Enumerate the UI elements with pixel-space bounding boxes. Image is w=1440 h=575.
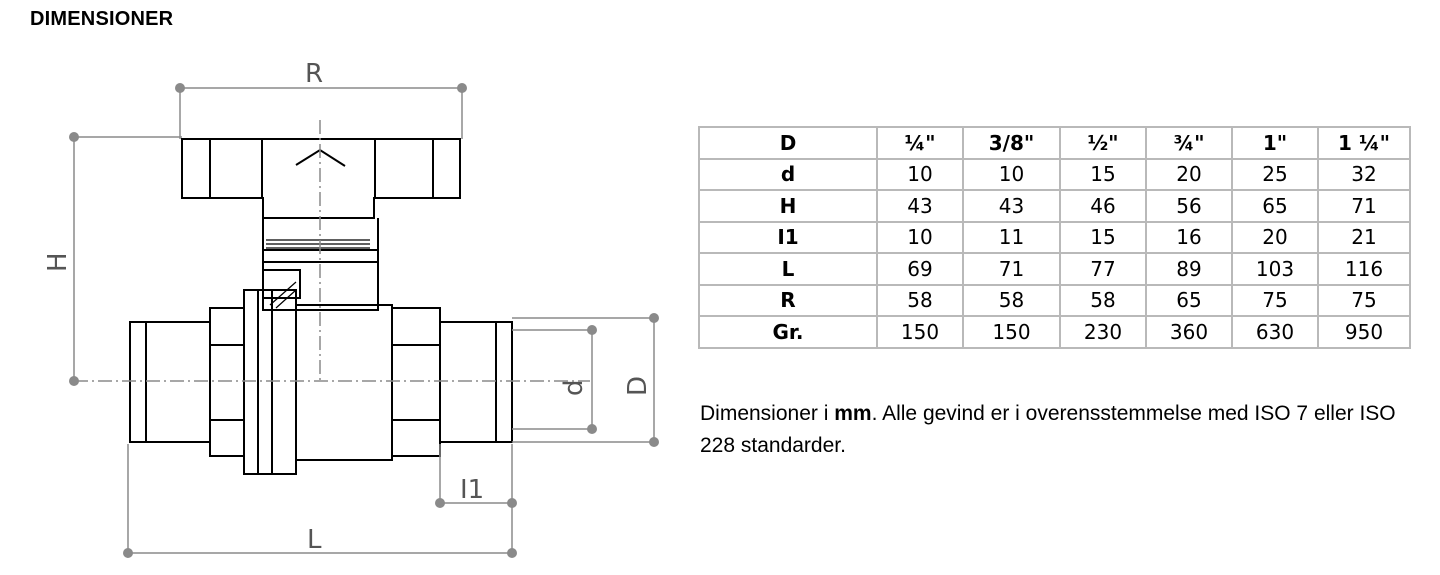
table-cell: 58: [1059, 283, 1147, 317]
table-cell: 15: [1059, 157, 1147, 191]
table-cell: 116: [1317, 252, 1411, 286]
table-cell: 150: [876, 315, 964, 349]
row-label: H: [698, 189, 878, 223]
table-cell: 950: [1317, 315, 1411, 349]
dim-label-d-large: D: [623, 376, 653, 396]
table-cell: 21: [1317, 220, 1411, 254]
table-cell: 75: [1317, 283, 1411, 317]
dim-label-h: H: [43, 252, 73, 272]
table-row: H 43 43 46 56 65 71: [698, 189, 1411, 223]
table-cell: 65: [1231, 189, 1319, 223]
ball-valve-drawing: R H d D I1 L: [43, 59, 659, 558]
table-cell: 15: [1059, 220, 1147, 254]
table-cell: 11: [962, 220, 1061, 254]
row-label: I1: [698, 220, 878, 254]
row-label: Gr.: [698, 315, 878, 349]
dim-label-l: L: [307, 525, 322, 555]
table-cell: 230: [1059, 315, 1147, 349]
table-cell: 43: [962, 189, 1061, 223]
table-cell: 58: [962, 283, 1061, 317]
table-cell: 65: [1145, 283, 1233, 317]
table-header-cell: ¼": [876, 126, 964, 160]
note-text-end: . Alle gevind er i overensstemmelse med …: [700, 402, 1396, 457]
table-cell: 32: [1317, 157, 1411, 191]
table-cell: 10: [876, 157, 964, 191]
note-text-start: Dimensioner i: [700, 402, 835, 425]
dimension-table: D ¼" 3/8" ½" ¾" 1" 1 ¼" d 10 10 15 20 25…: [698, 126, 1411, 349]
table-cell: 69: [876, 252, 964, 286]
table-cell: 56: [1145, 189, 1233, 223]
table-header-cell: ½": [1059, 126, 1147, 160]
dim-label-i1: I1: [460, 475, 484, 505]
table-row: R 58 58 58 65 75 75: [698, 283, 1411, 317]
table-header-row: D ¼" 3/8" ½" ¾" 1" 1 ¼": [698, 126, 1411, 160]
table-header-cell: 1": [1231, 126, 1319, 160]
table-cell: 75: [1231, 283, 1319, 317]
table-header-cell: 1 ¼": [1317, 126, 1411, 160]
table-cell: 71: [962, 252, 1061, 286]
table-row: Gr. 150 150 230 360 630 950: [698, 315, 1411, 349]
table-cell: 10: [876, 220, 964, 254]
table-row: d 10 10 15 20 25 32: [698, 157, 1411, 191]
row-label: d: [698, 157, 878, 191]
table-cell: 20: [1145, 157, 1233, 191]
table-cell: 25: [1231, 157, 1319, 191]
table-cell: 43: [876, 189, 964, 223]
table-cell: 16: [1145, 220, 1233, 254]
table-cell: 150: [962, 315, 1061, 349]
table-cell: 103: [1231, 252, 1319, 286]
row-label: L: [698, 252, 878, 286]
table-row: I1 10 11 15 16 20 21: [698, 220, 1411, 254]
table-cell: 630: [1231, 315, 1319, 349]
table-cell: 46: [1059, 189, 1147, 223]
dim-label-r: R: [305, 59, 323, 89]
table-cell: 71: [1317, 189, 1411, 223]
table-cell: 89: [1145, 252, 1233, 286]
page-title: DIMENSIONER: [30, 8, 174, 30]
table-row: L 69 71 77 89 103 116: [698, 252, 1411, 286]
table-cell: 10: [962, 157, 1061, 191]
table-cell: 77: [1059, 252, 1147, 286]
dimension-note: Dimensioner i mm. Alle gevind er i overe…: [700, 398, 1420, 462]
dim-label-d-small: d: [559, 379, 589, 396]
note-unit: mm: [834, 402, 872, 425]
row-label: R: [698, 283, 878, 317]
table-cell: 58: [876, 283, 964, 317]
table-header-cell: ¾": [1145, 126, 1233, 160]
table-header-cell: 3/8": [962, 126, 1061, 160]
table-cell: 360: [1145, 315, 1233, 349]
table-header-cell: D: [698, 126, 878, 160]
table-cell: 20: [1231, 220, 1319, 254]
